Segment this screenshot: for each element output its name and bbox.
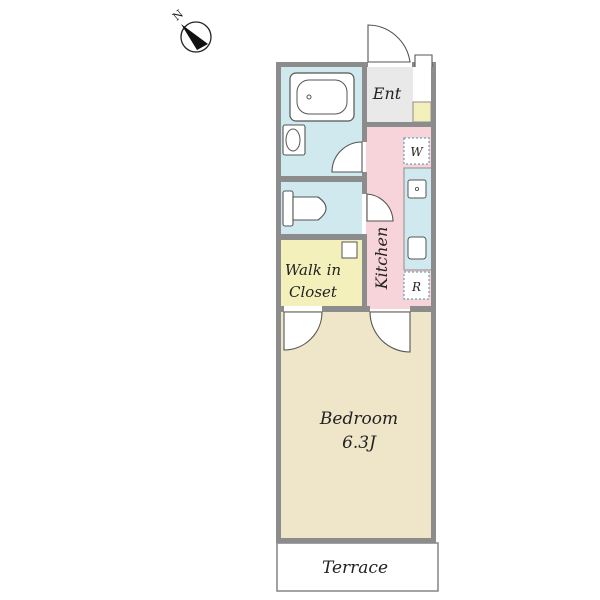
wall-bottom	[276, 538, 436, 543]
washbasin-bowl	[285, 128, 301, 152]
refrigerator-space	[403, 271, 430, 300]
terrace-label: Terrace	[322, 558, 388, 578]
bedroom-door-icon	[369, 311, 411, 353]
wall-entrance-bottom	[362, 122, 436, 127]
wall-bath-right-upper	[362, 62, 367, 142]
north-arrow-icon	[181, 24, 208, 50]
wall-bath-bottom	[276, 176, 367, 182]
wall-left	[276, 62, 281, 543]
pipe-space	[341, 241, 358, 259]
wall-closet-bottom-left	[276, 306, 284, 312]
compass: N	[170, 7, 212, 53]
kitchen-label: Kitchen	[372, 227, 391, 291]
terrace-area	[276, 542, 439, 592]
bedroom-size-label: 6.3J	[342, 433, 377, 453]
entrance-side-door-icon	[414, 54, 433, 67]
closet-label-line2: Closet	[289, 283, 338, 301]
sink-icon	[407, 179, 427, 199]
toilet-bowl-icon	[292, 196, 327, 221]
wall-top-left	[276, 62, 368, 67]
bathtub-drain	[306, 94, 312, 100]
refrigerator-label: R	[411, 280, 421, 294]
wall-closet-right	[362, 234, 367, 311]
doors	[283, 24, 433, 353]
toilet-door-icon	[366, 193, 394, 222]
wall-toilet-bottom	[276, 234, 367, 240]
closet-door-icon	[283, 311, 323, 351]
wall-toilet-right-upper	[362, 182, 367, 194]
unit-bath	[282, 72, 355, 156]
washer-label: W	[410, 145, 424, 159]
wall-right	[431, 62, 436, 543]
wall-closet-bottom-right	[410, 306, 436, 312]
toilet-tank-icon	[282, 190, 294, 227]
compass-north-label: N	[170, 7, 186, 23]
front-door-icon	[367, 24, 411, 63]
entrance-floor	[366, 67, 413, 122]
bath-door-icon	[331, 141, 363, 173]
terrace: Terrace	[276, 542, 439, 592]
bedroom-label: Bedroom	[319, 409, 398, 429]
wall-closet-bottom-mid	[322, 306, 370, 312]
toilet	[282, 190, 358, 259]
washer-space	[403, 137, 430, 165]
sink-drain	[414, 186, 420, 192]
entrance-label: Ent	[372, 84, 402, 103]
kitchen-appliances: W R	[403, 137, 430, 300]
entrance-shoe-cabinet	[412, 101, 432, 123]
closet-label-line1: Walk in	[285, 261, 341, 279]
bathtub-inner	[296, 79, 348, 115]
stove-icon	[407, 236, 427, 260]
